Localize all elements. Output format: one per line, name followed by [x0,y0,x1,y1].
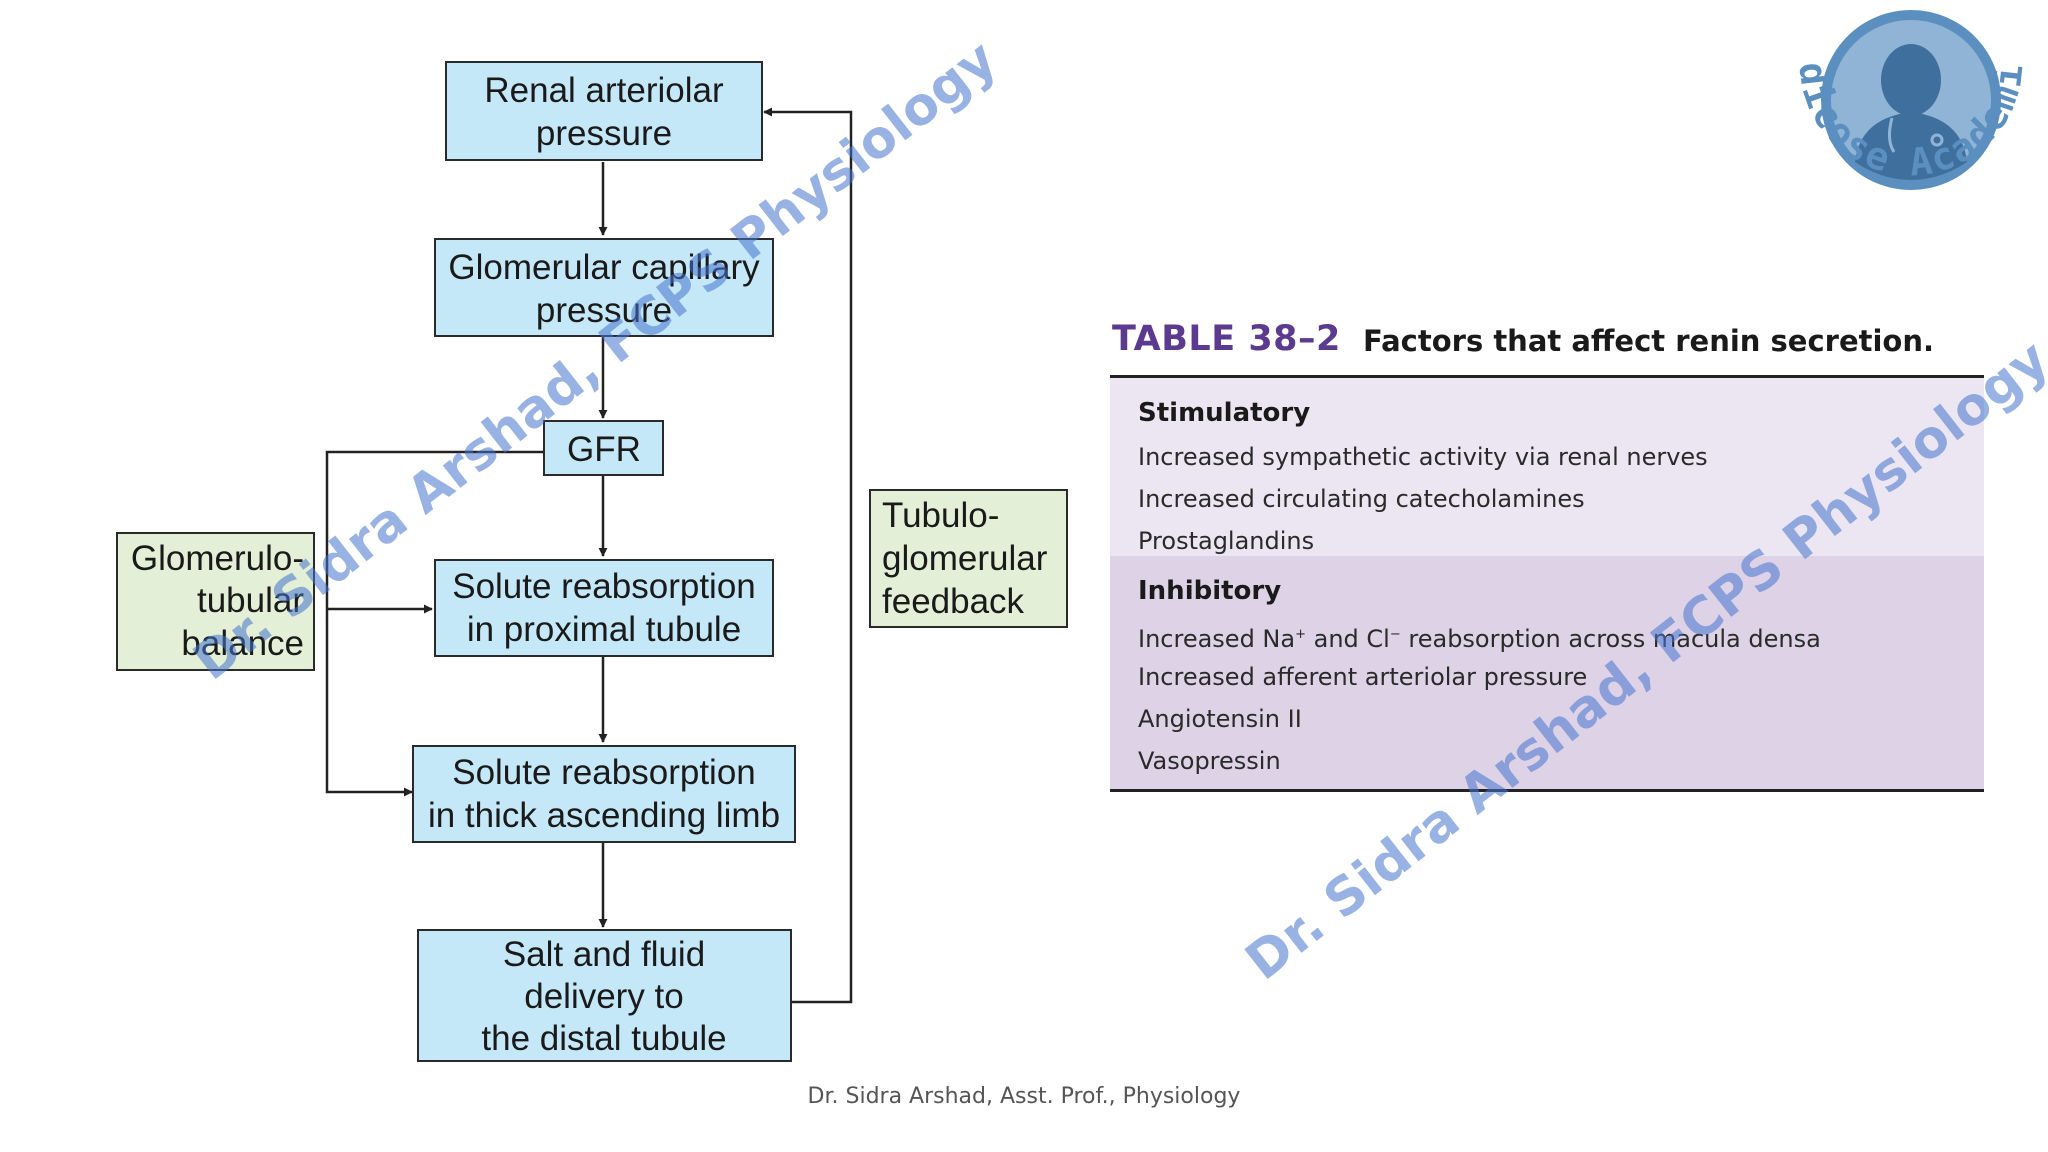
proximal-tubule-box: Solute reabsorption in proximal tubule [434,559,774,657]
gt-balance-line1: Glomerulo- [131,539,304,578]
inhibitory-section: Inhibitory Increased Na+ and Cl− reabsor… [1110,556,1984,789]
glomerulotubular-balance-box: Glomerulo- tubular balance [116,532,315,671]
connectors [325,107,853,1004]
stimulatory-item: Increased sympathetic activity via renal… [1138,443,1708,471]
proximal-tubule-line2: in proximal tubule [467,610,741,649]
renal-arteriolar-pressure-box: Renal arteriolar pressure [445,61,763,161]
na-cl-part3: reabsorption across macula densa [1400,625,1821,653]
table-number: TABLE 38–2 [1112,319,1341,359]
tg-feedback-line3: feedback [882,582,1025,621]
flowchart: Renal arteriolar pressure Glomerular cap… [116,61,1068,1062]
gt-balance-line [325,450,544,797]
inhibitory-item: Angiotensin II [1138,705,1302,733]
stimulatory-item: Prostaglandins [1138,527,1315,555]
tg-feedback-line [763,107,853,1004]
gfr-label: GFR [567,430,641,469]
stimulatory-item: Increased circulating catecholamines [1138,485,1585,513]
thick-ascending-limb-line2: in thick ascending limb [428,796,780,835]
renin-factors-table: TABLE 38–2 Factors that affect renin sec… [1110,315,1984,792]
doctor-avatar-icon [1855,44,1967,180]
inhibitory-item: Vasopressin [1138,747,1281,775]
tg-feedback-line2: glomerular [882,539,1048,578]
distal-delivery-line1: Salt and fluid [503,935,705,974]
inhibitory-item: Increased afferent arteriolar pressure [1138,663,1588,691]
table-body: Stimulatory Increased sympathetic activi… [1110,375,1984,792]
inhibitory-item-na-cl: Increased Na+ and Cl− reabsorption acros… [1138,614,1958,656]
medicose-academics-logo: Medicose Academics [1760,0,2030,190]
glomerular-capillary-pressure-line1: Glomerular capillary [448,248,760,287]
proximal-tubule-line1: Solute reabsorption [452,567,756,606]
cl-superscript: − [1389,627,1401,642]
glomerular-capillary-pressure-box: Glomerular capillary pressure [434,238,774,337]
thick-ascending-limb-box: Solute reabsorption in thick ascending l… [412,745,796,843]
table-caption: Factors that affect renin secretion. [1363,324,1935,358]
renal-arteriolar-pressure-line1: Renal arteriolar [484,71,724,110]
inhibitory-title: Inhibitory [1138,576,1282,606]
table-heading: TABLE 38–2 Factors that affect renin sec… [1110,315,1984,375]
tg-feedback-line1: Tubulo- [882,496,999,535]
thick-ascending-limb-line1: Solute reabsorption [452,753,756,792]
distal-delivery-line2: delivery to [524,977,684,1016]
stimulatory-title: Stimulatory [1138,398,1311,428]
distal-delivery-box: Salt and fluid delivery to the distal tu… [417,929,792,1062]
footer-credit: Dr. Sidra Arshad, Asst. Prof., Physiolog… [807,1084,1241,1109]
tubuloglomerular-feedback-box: Tubulo- glomerular feedback [869,489,1068,628]
gfr-box: GFR [543,420,664,476]
na-superscript: + [1295,627,1306,642]
gt-balance-line2: tubular [197,581,304,620]
stimulatory-section: Stimulatory Increased sympathetic activi… [1110,378,1984,556]
na-cl-part1: Increased Na [1138,625,1296,653]
distal-delivery-line3: the distal tubule [481,1019,726,1058]
gt-balance-line3: balance [181,624,304,663]
renal-arteriolar-pressure-line2: pressure [536,114,672,153]
glomerular-capillary-pressure-line2: pressure [536,291,672,330]
na-cl-part2: and Cl [1306,625,1390,653]
